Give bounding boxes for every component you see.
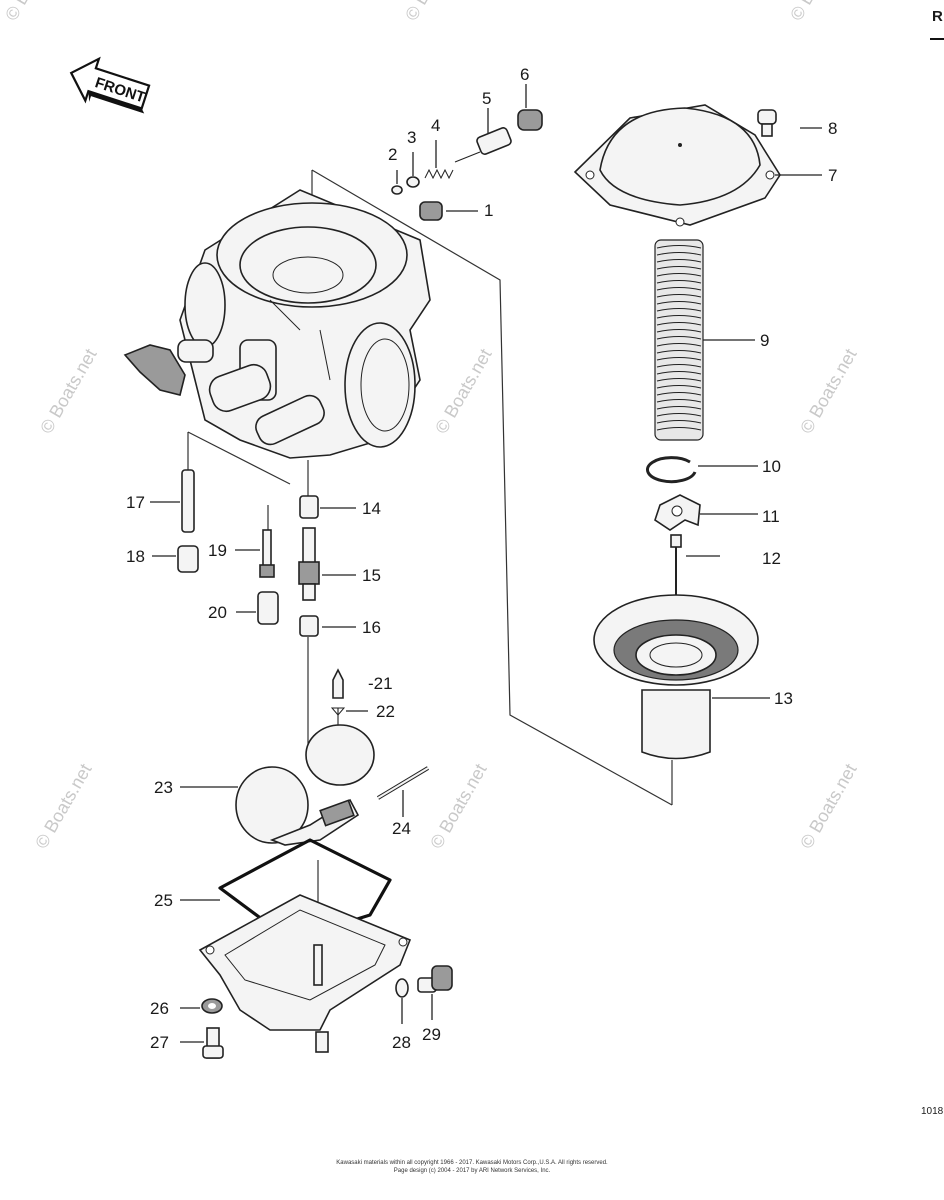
callout-17: 17 [126,493,145,512]
part-26-washer [180,998,223,1014]
front-arrow-icon: FRONT [69,56,151,114]
part-9-spring [654,239,755,441]
part-4-spring [424,140,454,180]
callout-21: -21 [368,674,393,693]
callout-9: 9 [760,331,769,350]
part-5-pilot-screw [454,108,512,163]
watermark: © Boats.net [36,345,100,437]
callout-labels: 1 2 3 4 5 6 7 8 9 10 11 12 13 14 15 16 1… [126,65,837,1052]
callout-24: 24 [392,819,411,838]
part-22-clip [330,707,368,716]
callout-18: 18 [126,547,145,566]
part-27-screw [180,1027,224,1059]
copyright-line-1: Kawasaki materials within all copyright … [336,1160,608,1166]
corner-mark: R [932,8,943,25]
part-28-oring [395,978,409,1024]
callout-7: 7 [828,166,837,185]
figure-code: 1018 [921,1106,944,1117]
watermark: © Boats.net [431,345,495,437]
callout-14: 14 [362,499,381,518]
callout-2: 2 [388,145,397,164]
part-21-float-valve [332,668,344,699]
part-2-washer [391,170,403,195]
part-19-pilot-jet [235,529,275,578]
callout-13: 13 [774,689,793,708]
callout-15: 15 [362,566,381,585]
callout-12: 12 [762,549,781,568]
part-20-cap [236,591,279,625]
watermark: © Boats.net [401,0,465,24]
part-11-needle-holder [654,494,758,531]
callout-10: 10 [762,457,781,476]
callout-16: 16 [362,618,381,637]
callout-3: 3 [407,128,416,147]
carburetor-body [179,189,431,459]
callout-28: 28 [392,1033,411,1052]
callout-6: 6 [520,65,529,84]
watermark: © Boats.net [796,345,860,437]
callout-5: 5 [482,89,491,108]
float-bowl [198,894,412,1053]
choke-lever [123,339,214,396]
copyright-line-2: Page design (c) 2004 - 2017 by ARI Netwo… [393,1168,551,1174]
callout-19: 19 [208,541,227,560]
callout-22: 22 [376,702,395,721]
callout-25: 25 [154,891,173,910]
watermark: © Boats.net [31,760,95,852]
part-7-top-cover [573,104,822,227]
callout-1: 1 [484,201,493,220]
part-8-screw [757,109,822,137]
callout-29: 29 [422,1025,441,1044]
watermark: © Boats.net [1,0,65,24]
watermark: © Boats.net [426,760,490,852]
watermark: © Boats.net [786,0,850,24]
part-15-main-jet-holder [298,527,356,601]
callout-4: 4 [431,116,440,135]
part-6-cap [517,84,543,131]
part-23-float [180,724,375,846]
callout-27: 27 [150,1033,169,1052]
part-16-main-jet [299,615,356,637]
part-18-plunger-cap [152,545,199,573]
callout-8: 8 [828,119,837,138]
part-10-circlip [646,456,758,484]
part-29-drain-screw [417,965,453,1020]
callout-26: 26 [150,999,169,1018]
part-3-washer [406,152,420,188]
watermark: © Boats.net [796,760,860,852]
part-17-plunger [150,469,195,533]
part-24-float-pin [376,766,430,817]
callout-11: 11 [762,507,780,526]
part-1-plug [419,201,478,221]
part-13-diaphragm-piston [593,594,770,760]
corner-rule [930,38,944,40]
callout-20: 20 [208,603,227,622]
callout-23: 23 [154,778,173,797]
part-14-needle-jet-holder [299,495,356,519]
